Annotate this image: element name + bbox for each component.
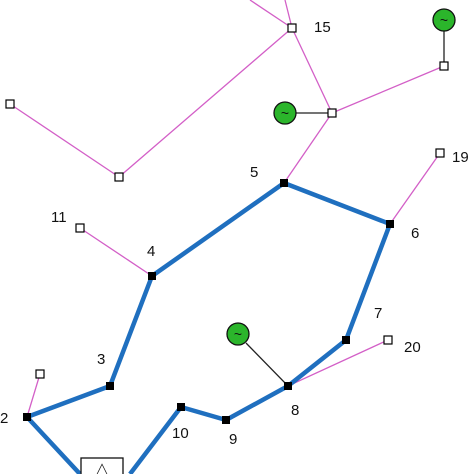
bus-labels: 2 3 4 5 6 7 8 9 10 11 15 19 20	[0, 19, 469, 448]
generator-top-right-icon	[432, 8, 456, 32]
line-15-to-junction	[291, 27, 333, 114]
transformer-box	[80, 457, 124, 474]
bus-junction-node[interactable]	[327, 108, 337, 118]
generator-middle[interactable]: ~	[273, 101, 297, 125]
line-junction-to-5	[283, 112, 333, 184]
label-bus-5: 5	[250, 164, 258, 181]
label-bus-9: 9	[229, 431, 237, 448]
label-bus-8: 8	[291, 402, 299, 419]
label-bus-10: 10	[172, 425, 189, 442]
label-bus-3: 3	[97, 351, 105, 368]
generator-connections	[245, 28, 445, 387]
inactive-lines	[9, 0, 445, 418]
inactive-buses	[5, 23, 449, 379]
bus-left-top-node[interactable]	[5, 99, 15, 109]
label-bus-19: 19	[452, 149, 469, 166]
bus-20-node[interactable]	[383, 335, 393, 345]
generator-middle-icon	[273, 101, 297, 125]
label-bus-7: 7	[374, 305, 382, 322]
generator-bottom-icon	[226, 322, 250, 346]
label-bus-15: 15	[314, 19, 331, 36]
label-bus-20: 20	[404, 339, 421, 356]
bus-3-node[interactable]	[106, 382, 114, 390]
transformer: △	[80, 457, 124, 474]
line-11-to-4	[79, 227, 153, 277]
generator-top-right-symbol: ~	[440, 12, 448, 28]
line-20-to-8	[287, 339, 389, 387]
generator-top-right[interactable]: ~	[432, 8, 456, 32]
bus-10-node[interactable]	[177, 403, 185, 411]
label-bus-2: 2	[0, 410, 8, 427]
bus-4-node[interactable]	[148, 272, 156, 280]
line-19-to-6	[389, 152, 441, 225]
line-top-to-15	[249, 0, 293, 29]
bus-15-node[interactable]	[287, 23, 297, 33]
bus-5-node[interactable]	[280, 179, 288, 187]
transformer-delta-icon: △	[96, 460, 108, 474]
generator-bottom[interactable]: ~	[226, 322, 250, 346]
bus-6-node[interactable]	[386, 220, 394, 228]
bus-19-node[interactable]	[435, 148, 445, 158]
bus-2-branch-node[interactable]	[35, 369, 45, 379]
line-top-to-15-b	[284, 0, 293, 29]
gen-bottom-connector	[245, 342, 289, 387]
bus-left-mid-node[interactable]	[114, 172, 124, 182]
bus-9-node[interactable]	[222, 416, 230, 424]
label-bus-6: 6	[411, 225, 419, 242]
line-15-to-left-node	[118, 27, 293, 178]
bus-2-node[interactable]	[23, 413, 31, 421]
active-buses	[23, 179, 394, 424]
bus-7-node[interactable]	[342, 336, 350, 344]
generator-middle-symbol: ~	[281, 105, 289, 121]
line-left-node-branch	[9, 103, 120, 178]
bus-8-node[interactable]	[284, 382, 292, 390]
line-2-branch	[26, 373, 41, 418]
bus-11-node[interactable]	[75, 223, 85, 233]
label-bus-4: 4	[147, 243, 155, 260]
line-junction-to-gen-node	[331, 65, 445, 114]
label-bus-11: 11	[51, 209, 67, 226]
bus-gen-top-right-node[interactable]	[439, 61, 449, 71]
generator-bottom-symbol: ~	[234, 326, 242, 342]
